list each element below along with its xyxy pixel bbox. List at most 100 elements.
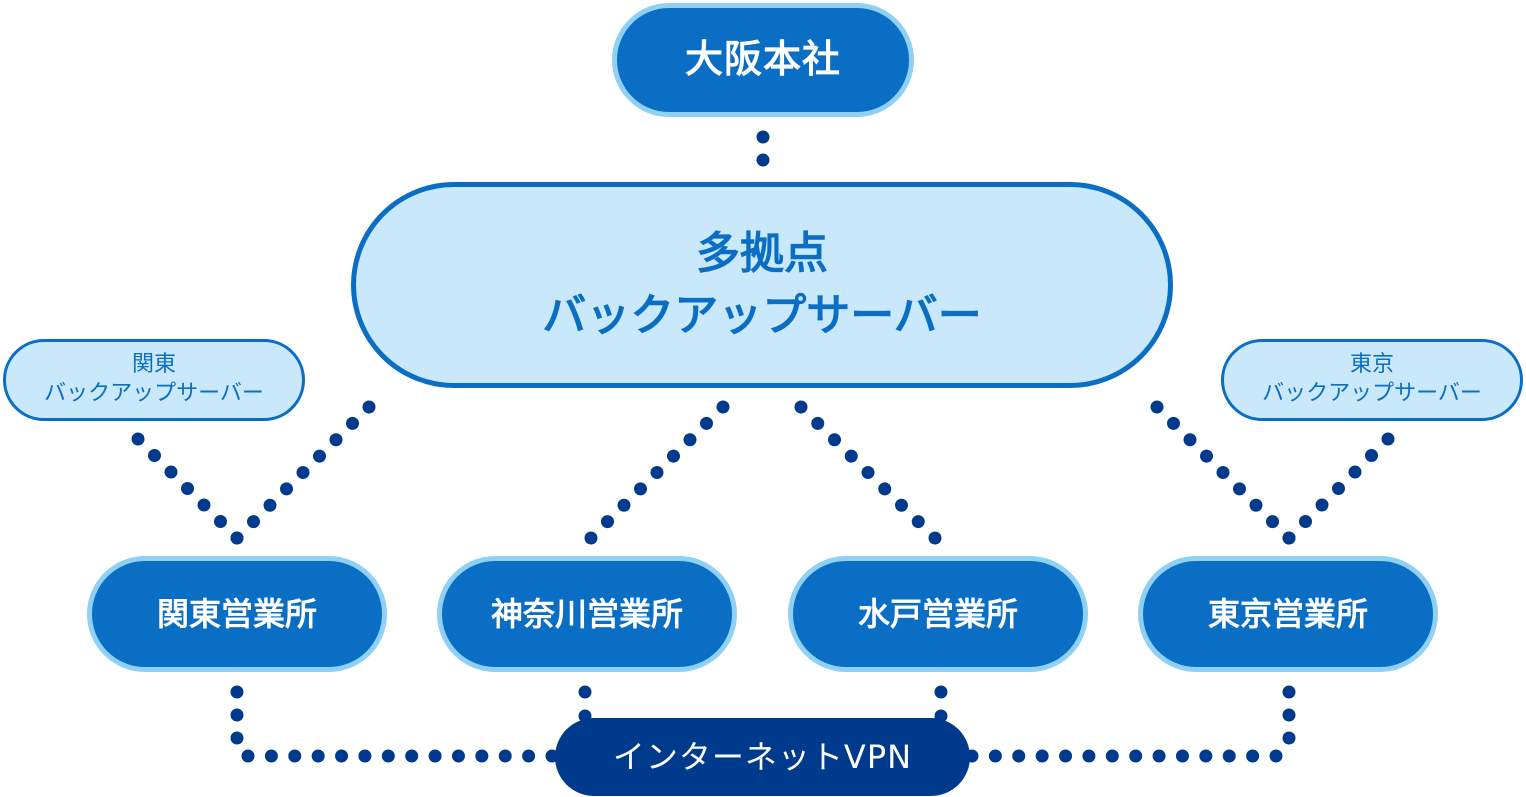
connector-dot-kanto-backup xyxy=(181,482,194,495)
connector-dot-kanto-backup xyxy=(197,498,211,512)
connector-dot-central-kanagawa xyxy=(716,400,730,414)
connector-dot-central-tokyo xyxy=(1233,482,1246,496)
connector-dot-tokyo-backup xyxy=(1332,482,1345,495)
office-tokyo-node: 東京営業所 xyxy=(1138,556,1438,672)
office-kanagawa-label: 神奈川営業所 xyxy=(490,595,683,633)
connector-dot-central-kanto xyxy=(329,433,343,447)
kanto-backup-server-node: 関東 バックアップサーバー xyxy=(3,339,305,421)
internet-vpn-node: インターネットVPN xyxy=(555,718,970,796)
connector-dot-central-kanagawa xyxy=(601,515,614,529)
connector-dot-kanto-vpn xyxy=(241,749,255,763)
connector-dot-hq-central xyxy=(756,130,770,144)
connector-dot-kanto-vpn xyxy=(358,749,372,763)
connector-dot-central-mito xyxy=(911,515,925,529)
connector-dot-tokyo-vpn xyxy=(1082,749,1096,763)
connector-dot-kanagawa-vpn xyxy=(578,685,592,699)
connector-dot-central-mito xyxy=(861,466,875,479)
connector-dot-kanto-vpn xyxy=(264,749,278,763)
connector-dot-central-kanto xyxy=(346,416,359,430)
connector-dot-kanto-vpn xyxy=(335,749,349,763)
connector-dot-mito-vpn xyxy=(934,685,948,699)
connector-dot-kanto-backup xyxy=(164,465,178,479)
connector-dot-kanto-backup xyxy=(214,515,227,528)
internet-vpn-label: インターネットVPN xyxy=(612,738,913,776)
connector-dot-hq-central xyxy=(756,153,770,167)
connector-dot-kanto-backup xyxy=(230,531,244,545)
connector-dot-tokyo-vpn xyxy=(1246,749,1260,763)
connector-dot-central-kanagawa xyxy=(700,416,713,430)
connector-dot-tokyo-vpn xyxy=(988,749,1002,763)
connector-dot-tokyo-backup xyxy=(1365,449,1378,462)
connector-dot-central-kanto xyxy=(247,515,260,529)
connector-dot-central-kanto xyxy=(362,400,376,414)
connector-dot-kanto-vpn xyxy=(381,749,395,763)
connector-dot-kanto-vpn xyxy=(288,749,302,763)
connector-dot-kanto-vpn xyxy=(405,749,419,763)
connector-dot-kanto-vpn xyxy=(522,749,536,763)
connector-dot-central-tokyo xyxy=(1200,449,1213,463)
connector-dot-tokyo-vpn xyxy=(1129,749,1143,763)
office-mito-label: 水戸営業所 xyxy=(857,595,1018,633)
connector-dot-kanto-vpn xyxy=(428,749,442,763)
connector-dot-central-kanto xyxy=(263,498,277,512)
connector-dot-central-mito xyxy=(811,416,825,430)
tokyo-backup-line1: 東京 xyxy=(1349,352,1394,378)
connector-dot-central-kanagawa xyxy=(683,433,697,447)
office-mito-node: 水戸営業所 xyxy=(788,556,1088,672)
kanto-backup-line2: バックアップサーバー xyxy=(44,381,264,406)
connector-dot-tokyo-vpn xyxy=(1222,749,1236,763)
connector-dot-kanto-vpn xyxy=(311,749,325,763)
connector-dot-central-mito xyxy=(828,433,841,447)
connector-dot-tokyo-vpn xyxy=(1012,749,1026,763)
connector-dot-kanto-vpn xyxy=(475,749,489,763)
connector-dot-central-kanagawa xyxy=(617,498,631,512)
connector-dot-tokyo-vpn xyxy=(1175,749,1189,763)
connector-dot-tokyo-vpn xyxy=(1282,685,1296,699)
connector-dot-central-mito xyxy=(844,449,858,463)
connector-dot-tokyo-backup xyxy=(1315,498,1329,512)
connector-dot-central-kanto xyxy=(313,449,326,463)
connector-dot-tokyo-vpn xyxy=(1152,749,1166,763)
connector-dot-tokyo-backup xyxy=(1282,531,1296,545)
connector-dot-tokyo-vpn xyxy=(1059,749,1073,763)
central-server-line1: 多拠点 xyxy=(696,228,828,280)
office-kanto-node: 関東営業所 xyxy=(87,556,387,672)
connector-dot-central-mito xyxy=(878,482,892,496)
headquarters-label: 大阪本社 xyxy=(684,37,841,82)
connector-dot-tokyo-vpn xyxy=(1269,749,1283,763)
connector-dot-central-mito xyxy=(794,400,808,414)
connector-dot-kanto-vpn xyxy=(451,749,465,763)
connector-dot-central-tokyo xyxy=(1266,515,1279,529)
connector-dot-central-tokyo xyxy=(1183,433,1197,447)
connector-dot-tokyo-vpn xyxy=(1199,749,1213,763)
connector-dot-central-kanagawa xyxy=(584,531,598,545)
central-server-line2: バックアップサーバー xyxy=(542,290,982,341)
connector-dot-tokyo-backup xyxy=(1299,515,1312,528)
office-kanto-label: 関東営業所 xyxy=(156,595,317,633)
connector-dot-central-mito xyxy=(895,498,908,512)
office-kanagawa-node: 神奈川営業所 xyxy=(437,556,737,672)
office-tokyo-label: 東京営業所 xyxy=(1207,595,1368,633)
connector-dot-tokyo-vpn xyxy=(1282,731,1296,745)
connector-dot-central-tokyo xyxy=(1150,400,1164,414)
connector-dot-central-tokyo xyxy=(1249,498,1263,512)
connector-dot-kanto-backup xyxy=(148,449,161,462)
tokyo-backup-line2: バックアップサーバー xyxy=(1262,381,1482,406)
connector-dot-central-tokyo xyxy=(1167,416,1180,430)
central-backup-server-node: 多拠点 バックアップサーバー xyxy=(351,182,1173,388)
connector-dot-central-kanto xyxy=(296,466,310,479)
connector-dot-tokyo-vpn xyxy=(1035,749,1049,763)
tokyo-backup-server-node: 東京 バックアップサーバー xyxy=(1221,339,1523,421)
connector-dot-kanto-vpn xyxy=(230,685,244,699)
connector-dot-tokyo-backup xyxy=(1348,465,1362,479)
connector-dot-central-kanto xyxy=(280,482,293,496)
headquarters-node: 大阪本社 xyxy=(612,3,914,117)
connector-dot-central-kanagawa xyxy=(634,482,647,496)
connector-dot-central-kanagawa xyxy=(650,466,664,479)
connector-dot-kanto-vpn xyxy=(498,749,512,763)
connector-dot-central-kanagawa xyxy=(667,449,680,463)
connector-dot-tokyo-backup xyxy=(1381,432,1395,446)
connector-dot-tokyo-vpn xyxy=(1282,708,1296,722)
connector-dot-central-tokyo xyxy=(1216,466,1230,479)
